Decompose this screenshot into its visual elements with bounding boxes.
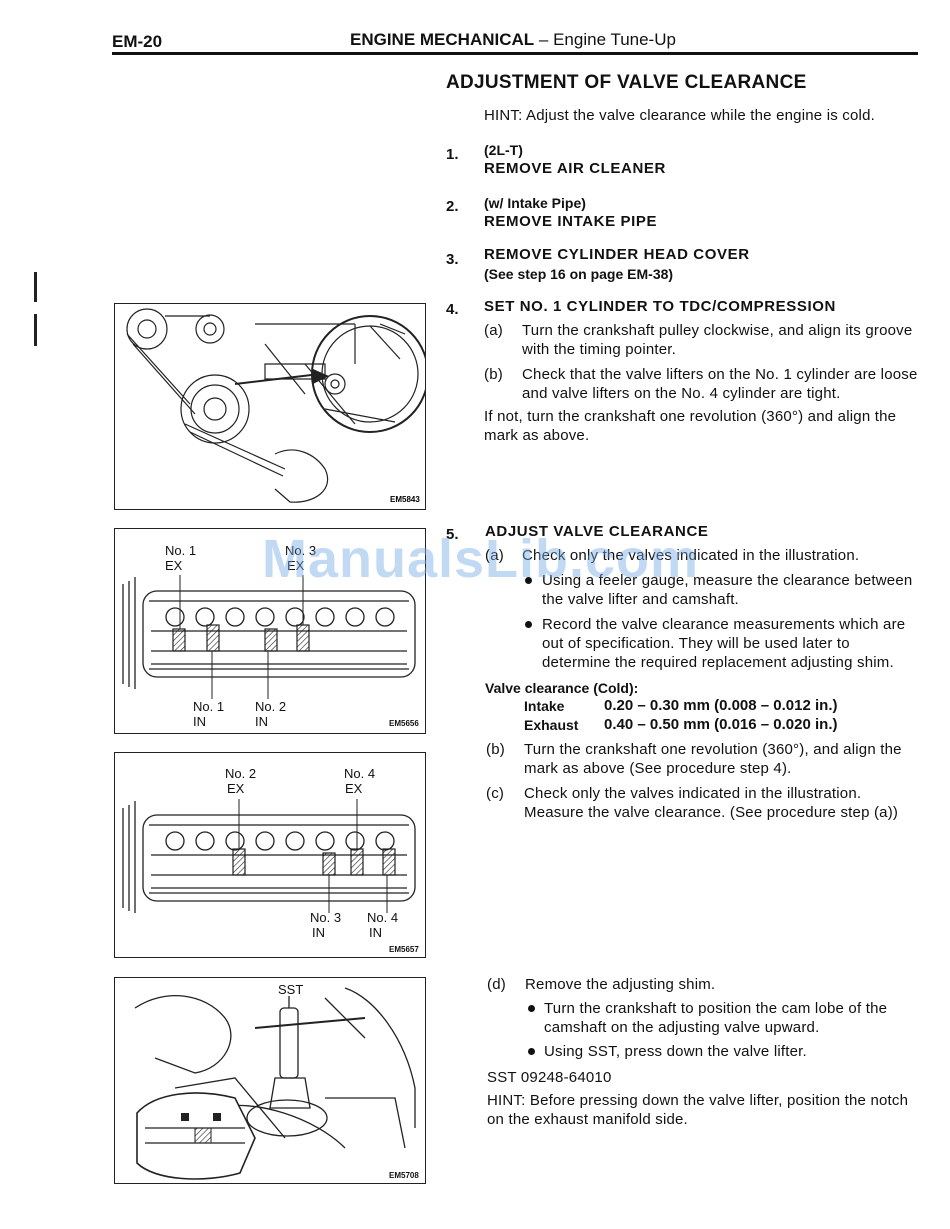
figure-code: EM5843 [390,495,420,504]
step-1-number: 1. [446,146,459,163]
step-1-qualifier: (2L-T) [484,142,523,158]
step-3-number: 3. [446,251,459,268]
label-ex: EX [345,781,363,796]
hatched-valve-ex2 [232,848,246,876]
hatched-valve-in1 [206,624,220,652]
step-5d-text: Remove the adjusting shim. [525,976,716,993]
spec-intake-label: Intake [524,698,565,714]
step-5a-bullet-1: Using a feeler gauge, measure the cleara… [542,572,913,608]
bullet-icon [528,1005,535,1012]
hatched-valve-ex4 [350,848,364,876]
step-5d-label: (d) [487,976,506,993]
bullet-icon [525,621,532,628]
figure-code: EM5656 [389,719,419,728]
margin-change-bar [34,272,37,302]
crankshaft-pulley-illustration: EM5843 [126,308,429,504]
step-5c-label: (c) [486,785,505,802]
hatched-valve-in3 [322,852,336,876]
step-2-qualifier: (w/ Intake Pipe) [484,195,586,211]
label-in: IN [255,714,268,729]
hatched-valve-ex3 [296,624,310,652]
step-5c-text: Check only the valves indicated in the i… [524,785,899,821]
step-4-heading: SET NO. 1 CYLINDER TO TDC/COMPRESSION [484,298,836,315]
label-no2: No. 2 [255,699,287,714]
step-4a-label: (a) [484,322,503,339]
header-subsection: Engine Tune-Up [553,30,676,49]
page-number: EM-20 [112,32,163,51]
figure-code: EM5657 [389,945,419,954]
watermark: ManualsLib.com [262,529,700,589]
spec-intake-value: 0.20 – 0.30 mm (0.008 – 0.012 in.) [604,697,838,714]
step-4a-text: Turn the crankshaft pulley clockwise, an… [522,322,913,358]
step-5-number: 5. [446,526,459,543]
cylinder-head-illustration [122,575,416,699]
section-title: ADJUSTMENT OF VALVE CLEARANCE [446,72,807,93]
step-3-heading: REMOVE CYLINDER HEAD COVER [484,246,750,263]
step-5a-bullet-2: Record the valve clearance measurements … [542,616,906,671]
margin-change-bar [34,314,37,346]
step-5-heading: ADJUST VALVE CLEARANCE [485,523,709,540]
step-3-note: (See step 16 on page EM-38) [484,266,674,282]
label-no3: No. 3 [310,910,342,925]
step-5d-bullet-1: Turn the crankshaft to position the cam … [544,1000,888,1036]
figure-valve-layout-2: No. 2 EX No. 4 EX No. 3 IN No. 4 IN EM56… [114,752,426,958]
label-no4: No. 4 [344,766,376,781]
step-5d-bullet-2: Using SST, press down the valve lifter. [544,1043,807,1060]
step-5b-label: (b) [486,741,505,758]
step-5a-label: (a) [485,547,504,564]
cylinder-head-illustration [122,799,416,913]
step-1-heading: REMOVE AIR CLEANER [484,160,666,177]
figure-sst-tool: SST EM5708 [114,977,426,1184]
header-rule [112,52,918,55]
step-4-note: If not, turn the crankshaft one revoluti… [484,408,897,444]
label-sst: SST [278,982,304,997]
label-in: IN [193,714,206,729]
step-2-number: 2. [446,198,459,215]
sst-tool-illustration [134,987,416,1180]
hint-top: HINT: Adjust the valve clearance while t… [484,107,875,124]
header-section: ENGINE MECHANICAL [350,30,535,49]
label-ex: EX [287,558,305,573]
step-4-number: 4. [446,301,459,318]
spec-exhaust-value: 0.40 – 0.50 mm (0.016 – 0.020 in.) [604,716,838,733]
hatched-valve-in4 [382,848,396,876]
sst-number: SST 09248-64010 [487,1069,612,1086]
spec-exhaust-label: Exhaust [524,717,579,733]
bullet-icon [525,577,532,584]
label-no2: No. 2 [225,766,257,781]
label-no4: No. 4 [367,910,399,925]
hatched-valve-in2 [264,628,278,652]
label-no3: No. 3 [285,543,317,558]
arrow-icon [313,369,329,384]
spec-title: Valve clearance (Cold): [485,680,639,696]
label-ex: EX [165,558,183,573]
label-ex: EX [227,781,245,796]
figure-code: EM5708 [389,1171,419,1180]
hatched-valve-ex1 [172,628,186,652]
label-in: IN [369,925,382,940]
hint-bottom: HINT: Before pressing down the valve lif… [487,1092,909,1128]
label-no1: No. 1 [193,699,225,714]
label-in: IN [312,925,325,940]
step-5b-text: Turn the crankshaft one revolution (360°… [524,741,902,777]
step-4b-label: (b) [484,366,503,383]
label-no1: No. 1 [165,543,197,558]
figure-valve-layout-1: No. 1 EX No. 3 EX No. 1 IN No. 2 IN EM56… [114,528,426,734]
bullet-icon [528,1048,535,1055]
figure-crankshaft-pulley: EM5843 [114,303,429,510]
step-4b-text: Check that the valve lifters on the No. … [522,366,918,402]
page-header-title: ENGINE MECHANICAL – Engine Tune-Up [350,30,676,49]
step-2-heading: REMOVE INTAKE PIPE [484,213,658,230]
step-5a-text: Check only the valves indicated in the i… [522,547,860,564]
